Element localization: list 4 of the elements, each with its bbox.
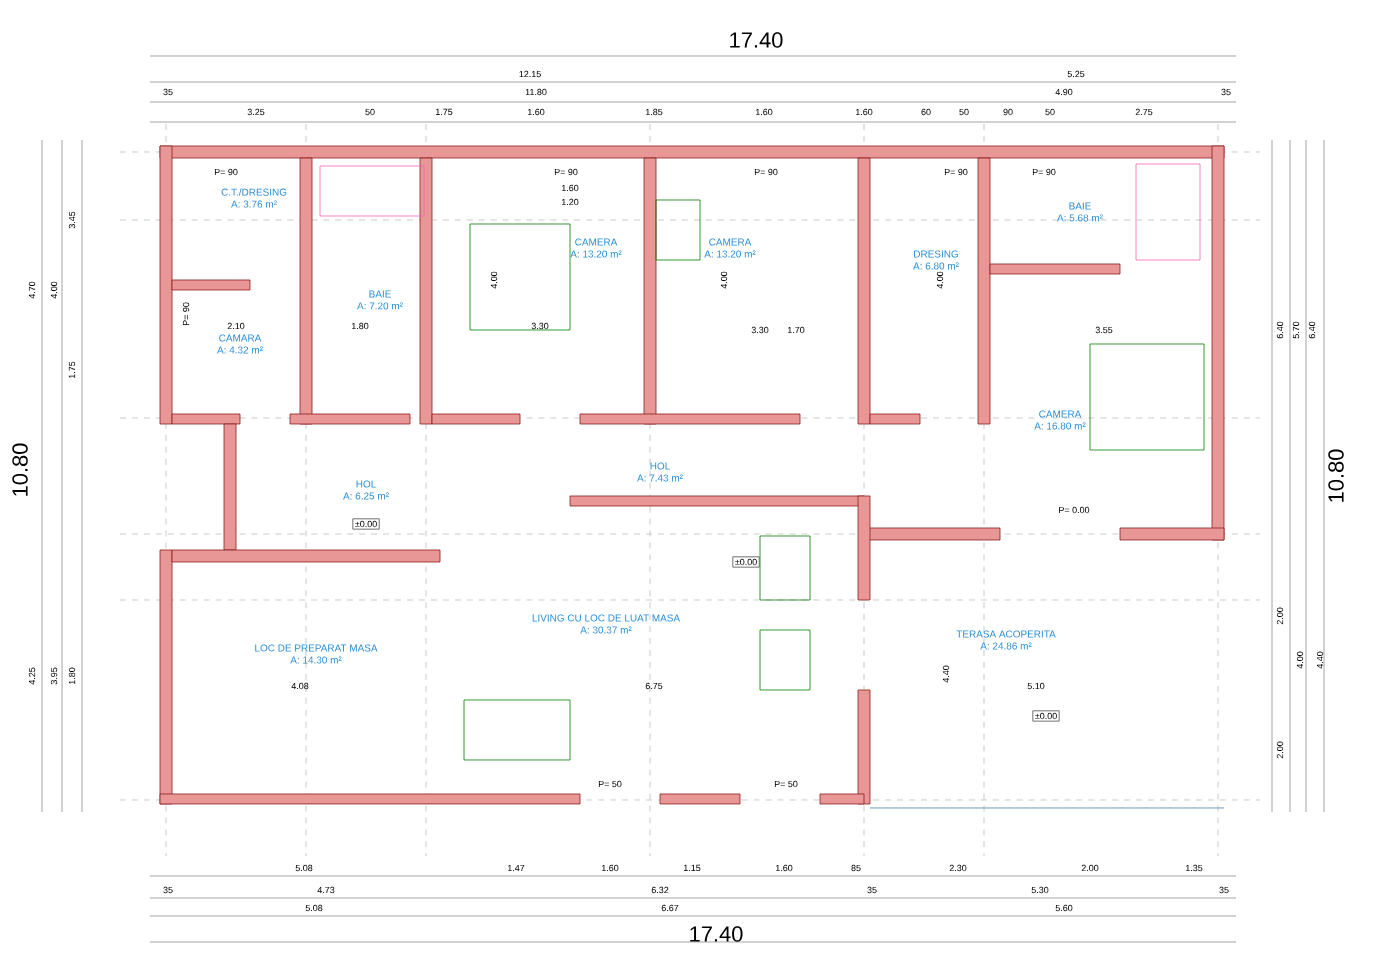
dimension-total: 10.80 [1328, 449, 1344, 502]
dimension-total: 17.40 [730, 32, 783, 48]
dimension-total: 10.80 [12, 443, 28, 496]
dimension-total: 17.40 [690, 926, 743, 942]
